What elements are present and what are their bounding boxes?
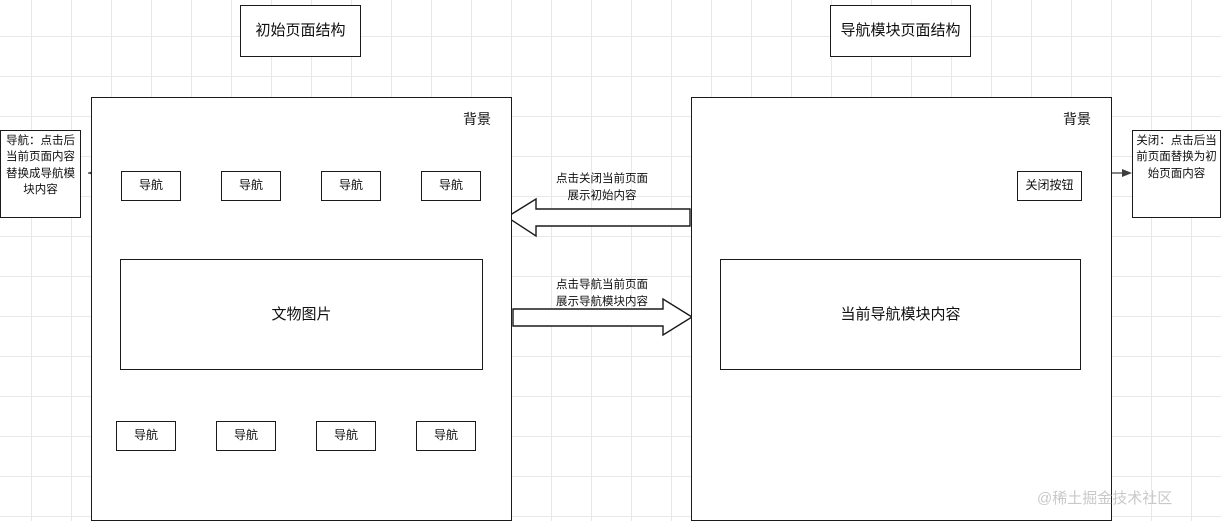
nav-button-bottom-2[interactable]: 导航 (216, 421, 276, 451)
nav-button-bottom-1[interactable]: 导航 (116, 421, 176, 451)
nav-button-label: 导航 (438, 178, 463, 193)
close-flow-label: 点击关闭当前页面 展示初始内容 (556, 173, 648, 202)
right-title-text: 导航模块页面结构 (840, 22, 961, 40)
nav-button-top-2[interactable]: 导航 (221, 171, 281, 201)
right-note-text: 关闭：点击后当前页面替换为初始页面内容 (1136, 135, 1217, 180)
close-flow-arrow (505, 197, 691, 238)
close-button[interactable]: 关闭按钮 (1017, 171, 1082, 201)
nav-button-label: 导航 (338, 178, 363, 193)
nav-button-label: 导航 (138, 178, 163, 193)
right-note-box: 关闭：点击后当前页面替换为初始页面内容 (1132, 130, 1221, 218)
left-note-text: 导航：点击后当前页面内容替换成导航模块内容 (6, 135, 75, 196)
nav-button-top-3[interactable]: 导航 (321, 171, 381, 201)
right-content-box: 当前导航模块内容 (720, 259, 1081, 370)
nav-button-top-1[interactable]: 导航 (121, 171, 181, 201)
right-title-box: 导航模块页面结构 (830, 5, 971, 57)
nav-button-bottom-4[interactable]: 导航 (416, 421, 476, 451)
left-content-label: 文物图片 (271, 305, 332, 323)
left-title-text: 初始页面结构 (255, 22, 346, 40)
close-button-label: 关闭按钮 (1025, 178, 1074, 193)
nav-button-label: 导航 (238, 178, 263, 193)
left-title-box: 初始页面结构 (240, 5, 361, 57)
watermark: @稀土掘金技术社区 (1037, 490, 1173, 507)
nav-flow-label: 点击导航当前页面 展示导航模块内容 (556, 279, 648, 308)
left-panel-label: 背景 (463, 111, 491, 127)
left-content-box: 文物图片 (120, 259, 483, 370)
right-content-label: 当前导航模块内容 (840, 305, 961, 323)
right-note-arrowhead (1122, 169, 1132, 177)
nav-button-label: 导航 (233, 428, 258, 443)
left-note-box: 导航：点击后当前页面内容替换成导航模块内容 (0, 130, 81, 218)
right-panel-label: 背景 (1063, 111, 1091, 127)
nav-button-bottom-3[interactable]: 导航 (316, 421, 376, 451)
nav-button-top-4[interactable]: 导航 (421, 171, 481, 201)
nav-button-label: 导航 (333, 428, 358, 443)
nav-button-label: 导航 (433, 428, 458, 443)
nav-button-label: 导航 (133, 428, 158, 443)
